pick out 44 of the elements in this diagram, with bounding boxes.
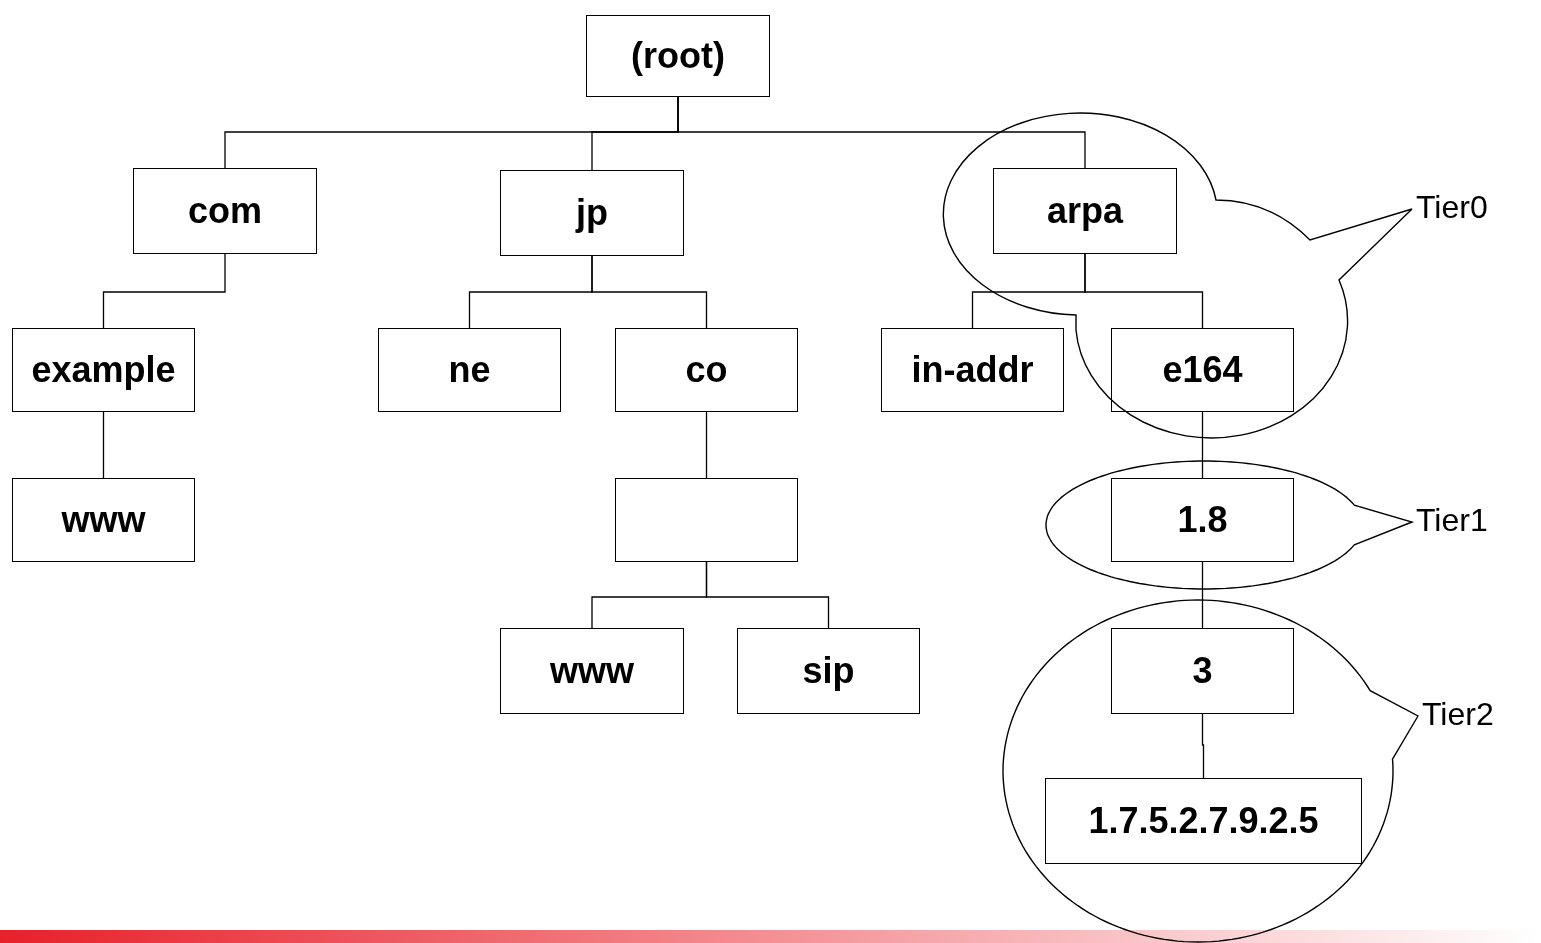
connector-line [1201, 411, 1204, 479]
domain-box [1111, 478, 1294, 562]
domain-label: example [31, 352, 176, 388]
connector-line [1201, 713, 1205, 779]
domain-box [12, 478, 195, 562]
domain-label: e164 [1162, 352, 1243, 388]
domain-label: co [685, 352, 728, 388]
domain-box [737, 628, 920, 714]
connector-line [705, 411, 708, 479]
tier-label: Tier0 [1416, 191, 1488, 223]
connector-line [102, 411, 105, 479]
domain-label: com [188, 193, 262, 229]
domain-label: ne [448, 352, 491, 388]
connector-line [1084, 253, 1204, 329]
domain-label: 1.8 [1177, 502, 1228, 538]
empty-box [615, 478, 798, 562]
domain-label: www [61, 502, 146, 538]
domain-box [1045, 778, 1362, 864]
domain-label: 3 [1192, 653, 1213, 689]
domain-label: www [550, 653, 634, 689]
domain-label: (root) [631, 38, 725, 74]
domain-box [500, 628, 684, 714]
domain-box [12, 328, 195, 412]
connector-line [102, 253, 226, 329]
domain-label: sip [802, 653, 855, 689]
connector-line [705, 561, 830, 629]
domain-box [1111, 628, 1294, 714]
domain-label: jp [576, 195, 608, 231]
domain-box [1111, 328, 1294, 412]
connector-line [591, 255, 708, 329]
tier-label: Tier2 [1422, 698, 1494, 730]
domain-box [615, 328, 798, 412]
domain-label: 1.7.5.2.7.9.2.5 [1088, 803, 1319, 839]
tier-label: Tier1 [1416, 504, 1488, 536]
connector-line [1201, 561, 1204, 629]
domain-box [133, 168, 317, 254]
domain-box [500, 170, 684, 256]
domain-box [586, 15, 770, 97]
domain-box [378, 328, 561, 412]
domain-box [993, 168, 1177, 254]
connector-line [677, 96, 1086, 169]
domain-label: in-addr [911, 352, 1034, 388]
domain-label: arpa [1046, 193, 1123, 229]
domain-box [881, 328, 1064, 412]
